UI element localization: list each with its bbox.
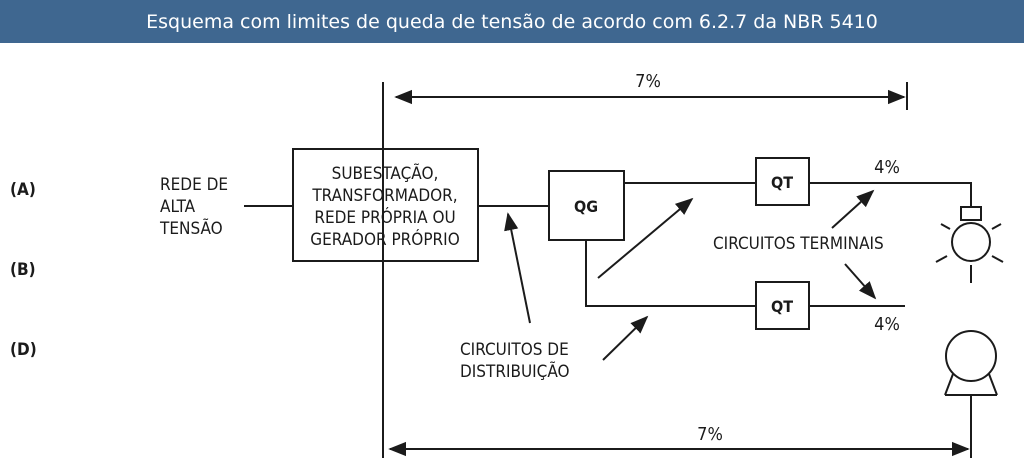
row-label-a: (A) — [10, 180, 36, 200]
qg-label: QG — [574, 197, 598, 216]
motor-icon — [944, 330, 998, 396]
title-bar: Esquema com limites de queda de tensão d… — [0, 0, 1024, 43]
supply-box-line-2: TRANSFORMADOR, — [311, 186, 457, 206]
distribution-label-line-2: DISTRIBUIÇÃO — [460, 360, 570, 382]
bottom-percent-label: 7% — [697, 424, 723, 445]
supply-box-line-3: REDE PRÓPRIA OU — [314, 206, 455, 228]
distribution-pointer-2 — [597, 197, 694, 279]
lamp-icon — [935, 206, 1004, 283]
terminal-circuits-label: CIRCUITOS TERMINAIS — [713, 234, 884, 254]
source-label-line-1: REDE DE — [160, 175, 228, 195]
distribution-line-bottom — [585, 240, 756, 307]
qt-bottom-label: QT — [771, 297, 793, 316]
top-percent-label: 7% — [635, 71, 661, 92]
qt-top-label: QT — [771, 173, 793, 192]
distribution-pointer-1 — [504, 212, 531, 324]
source-label-line-2: ALTA — [160, 197, 196, 217]
distribution-label-line-1: CIRCUITOS DE — [460, 340, 569, 360]
supply-box-line-1: SUBESTAÇÃO, — [332, 162, 439, 184]
terminal-bottom-percent-label: 4% — [874, 314, 900, 335]
terminal-line-top — [809, 182, 972, 207]
source-label-line-3: TENSÃO — [159, 217, 223, 239]
terminal-pointer-bottom — [844, 263, 877, 300]
qt-top-box — [755, 157, 810, 206]
row-label-b: (B) — [10, 260, 36, 280]
terminal-pointer-top — [831, 189, 875, 229]
distribution-pointer-3 — [602, 315, 649, 361]
diagram-title: Esquema com limites de queda de tensão d… — [146, 10, 878, 33]
supply-box-line-4: GERADOR PRÓPRIO — [310, 228, 459, 250]
row-label-d: (D) — [10, 340, 37, 360]
terminal-top-percent-label: 4% — [874, 157, 900, 178]
